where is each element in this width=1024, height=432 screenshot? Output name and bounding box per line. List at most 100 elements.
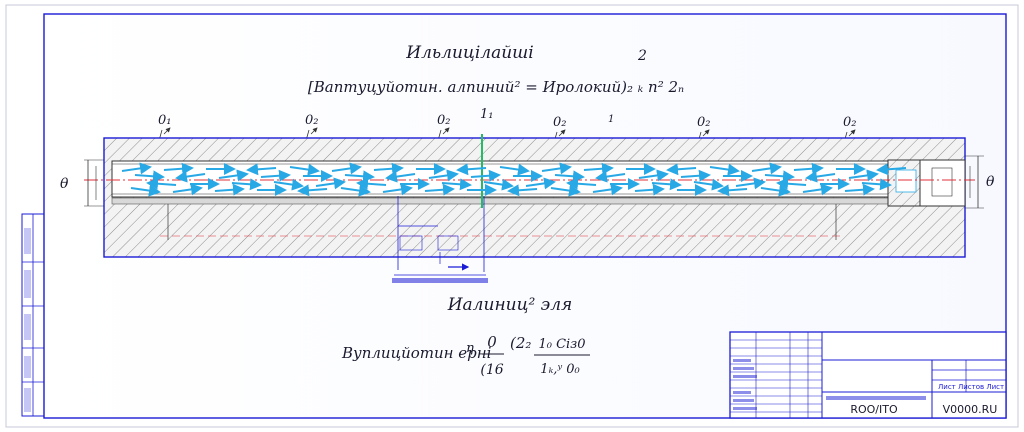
frac2-den: 1ₖ,ʸ 0₀: [540, 362, 580, 377]
flow-arrow: [385, 170, 416, 183]
flow-arrow: [175, 170, 206, 183]
title-block: Лист Листов Лист RОО/ІТО V0000.RU: [729, 331, 1007, 419]
leader-arrow: [442, 127, 450, 135]
formula-top: [Ваптуцуйотин. алпиний² = Иролокий)₂ ₖ n…: [308, 78, 684, 96]
flow-arrow: [793, 162, 824, 175]
sheet-code: V0000.RU: [943, 403, 998, 416]
flow-arrow: [373, 162, 404, 175]
flow-arrow: [776, 177, 807, 190]
flow-arrow: [499, 163, 530, 176]
formula-glyph: η: [466, 341, 474, 356]
flow-arrow: [554, 170, 585, 183]
frac2-num: 1₀ Ciз0: [538, 337, 585, 352]
section-label: 1₁: [480, 107, 493, 122]
flow-arrow: [382, 183, 413, 196]
section-label: 0₂: [697, 115, 710, 130]
flow-arrow: [717, 184, 748, 197]
flow-arrow: [651, 178, 682, 191]
tb-text-stub: [733, 407, 757, 410]
tb-text-stub: [733, 399, 754, 402]
flow-arrow: [428, 169, 459, 182]
leader-arrow: [163, 127, 171, 135]
flow-arrow: [638, 169, 669, 182]
flow-arrow: [525, 177, 556, 190]
flow-arrow: [441, 178, 472, 191]
flow-arrow: [709, 163, 740, 176]
flow-arrow: [146, 177, 177, 190]
right-dimension: θ: [965, 155, 995, 209]
flow-arrow: [802, 183, 833, 196]
flow-arrow: [344, 170, 375, 183]
flow-arrow: [424, 183, 455, 196]
formula-term: (2₂: [510, 334, 531, 352]
flow-arrow: [666, 163, 697, 176]
pipe-assembly: [84, 134, 975, 258]
flow-arrow: [315, 177, 346, 190]
flow-arrow: [134, 170, 165, 183]
flow-arrow: [566, 177, 597, 190]
left-dim-label: θ: [60, 176, 69, 192]
flow-arrow: [583, 162, 614, 175]
center-mark: 1: [608, 114, 614, 125]
section-label: 0₂: [437, 113, 450, 128]
flow-arrow: [805, 170, 836, 183]
flow-arrow: [130, 184, 161, 197]
document-name: RОО/ІТО: [850, 403, 898, 416]
detail-callout: [392, 196, 488, 283]
flow-arrow: [172, 183, 203, 196]
flow-arrow: [844, 183, 875, 196]
flow-arrow: [680, 169, 711, 182]
flow-arrow: [356, 177, 387, 190]
flow-arrow: [260, 169, 291, 182]
section-label: 0₂: [553, 115, 566, 130]
stage-line: Лист Листов Лист: [938, 383, 1004, 391]
flow-arrow: [595, 170, 626, 183]
left-dimension: θ: [60, 159, 104, 207]
flow-arrow: [470, 169, 501, 182]
flow-channel: [111, 160, 921, 198]
flow-arrow: [214, 183, 245, 196]
tb-text-stub: [733, 375, 757, 378]
formula-bottom: Вуплицйотин ерні η 0 (16 (2₂ 1₀ Ciз0 1ₖ,…: [341, 333, 590, 378]
section-label: 0₂: [305, 113, 318, 128]
flow-arrow: [340, 184, 371, 197]
formula-top-sup: 2: [637, 48, 647, 64]
frac1-num: 0: [487, 333, 497, 351]
flow-arrow: [764, 170, 795, 183]
flow-arrow: [634, 183, 665, 196]
flow-field: [121, 162, 907, 197]
flow-arrow: [541, 162, 572, 175]
flow-arrow: [289, 163, 320, 176]
tb-text-stub: [733, 367, 754, 370]
leader-arrow: [848, 129, 856, 137]
flow-arrow: [297, 184, 328, 197]
flow-arrow: [861, 178, 892, 191]
outer-border: [5, 4, 1019, 428]
drawing-heading: Ильлицілайші: [405, 43, 533, 63]
flow-arrow: [848, 169, 879, 182]
leader-arrow: [310, 127, 318, 135]
flow-arrow: [231, 178, 262, 191]
section-label: 0₁: [158, 113, 171, 128]
frac1-den: (16: [480, 362, 503, 378]
flow-arrow: [876, 163, 907, 176]
flow-arrow: [121, 162, 152, 175]
tb-text-stub: [733, 391, 751, 394]
right-dim-label: θ: [986, 174, 995, 190]
flow-arrow: [331, 162, 362, 175]
flow-arrow: [760, 184, 791, 197]
flow-arrow: [218, 169, 249, 182]
flow-arrow: [456, 163, 487, 176]
binding-strip: [21, 213, 45, 417]
flow-arrow: [507, 184, 538, 197]
flow-arrow: [592, 183, 623, 196]
flow-arrow: [246, 163, 277, 176]
leader-arrow: [558, 129, 566, 137]
leader-arrow: [702, 129, 710, 137]
tb-text-stub: [733, 359, 751, 362]
flow-arrow: [163, 162, 194, 175]
caption: Иалиниц² эля: [447, 295, 573, 315]
flow-arrow: [550, 184, 581, 197]
flow-arrow: [751, 162, 782, 175]
